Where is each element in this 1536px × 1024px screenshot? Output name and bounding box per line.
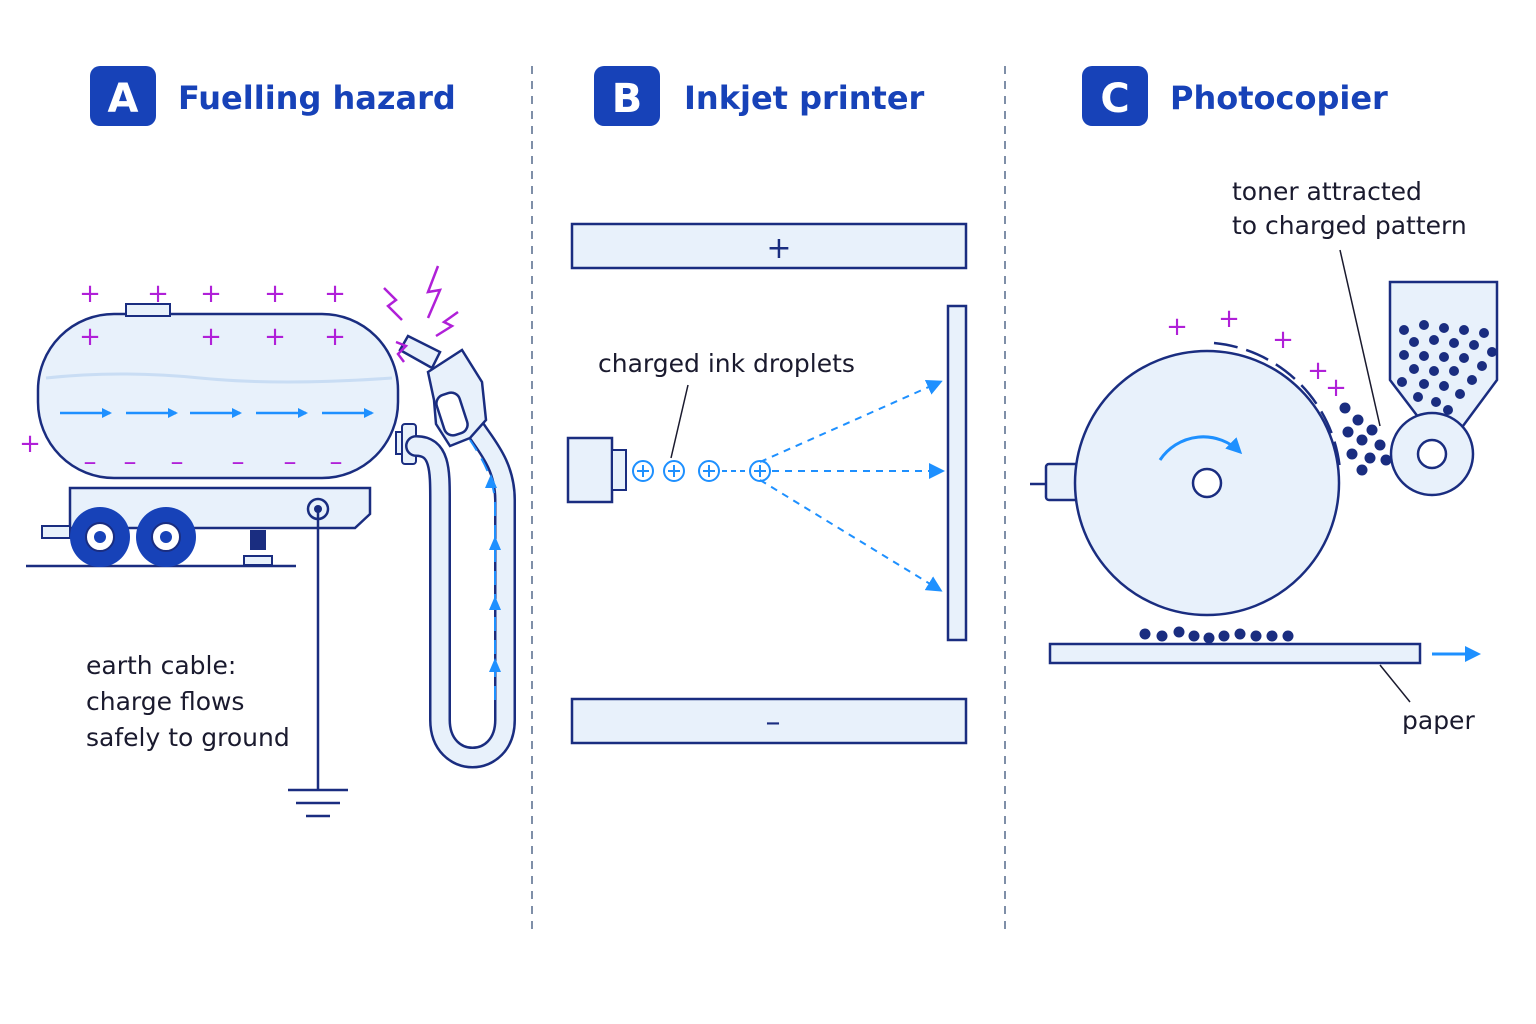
svg-text:to charged pattern: to charged pattern [1232, 211, 1467, 240]
tank-positive-charges: + + + + + + + + + + [19, 279, 346, 459]
panel-a-title: Fuelling hazard [178, 79, 456, 117]
panel-c-title: Photocopier [1170, 79, 1388, 117]
svg-text:toner attracted: toner attracted [1232, 177, 1422, 206]
svg-text:+: + [324, 322, 346, 352]
svg-text:safely to ground: safely to ground [86, 723, 290, 752]
toner-on-paper [1139, 626, 1294, 644]
spark-icon [383, 265, 459, 363]
drum-positive-charges: + + + + + [1166, 304, 1347, 403]
drum-axle [1191, 467, 1223, 499]
copier-paper [1048, 642, 1422, 665]
svg-text:+: + [19, 429, 41, 459]
fuel-tank [36, 312, 400, 480]
svg-text:–: – [330, 447, 343, 477]
panel-b-header: B Inkjet printer [594, 66, 925, 126]
support-leg [250, 530, 266, 550]
ground-symbol-icon [288, 788, 348, 818]
paper-label-leader [1379, 664, 1411, 703]
drum-charge-pattern [1213, 341, 1342, 471]
paper-label: paper [1402, 706, 1475, 735]
svg-text:+: + [1272, 325, 1294, 355]
drum-rotation-arrow [1158, 435, 1243, 461]
droplet-trajectories [759, 379, 945, 592]
svg-text:–: – [284, 447, 297, 477]
droplet-label-leader [670, 384, 689, 459]
panel-b-title: Inkjet printer [684, 79, 925, 117]
fuel-surface [45, 372, 393, 384]
panel-c-header: C Photocopier [1082, 66, 1388, 126]
svg-text:+: + [1218, 304, 1240, 334]
droplet-label: charged ink droplets [598, 349, 855, 378]
earth-label: earth cable: charge flows safely to grou… [86, 651, 290, 752]
support-foot [243, 555, 273, 566]
panel-b-inkjet: + – charged ink droplets [566, 222, 968, 745]
svg-text:+: + [264, 322, 286, 352]
svg-text:–: – [84, 447, 97, 477]
panel-b-letter: B [612, 76, 643, 122]
svg-text:+: + [200, 322, 222, 352]
ink-droplets [632, 460, 771, 482]
fuel-nozzle-spout [398, 334, 442, 370]
svg-text:–: – [124, 447, 137, 477]
svg-text:+: + [79, 322, 101, 352]
tank-negative-charges: – – – – – – [84, 447, 343, 477]
trailer-hitch [41, 525, 71, 539]
hose-flow-arrows [485, 474, 501, 672]
fuel-hose-inner [407, 411, 514, 766]
bottom-plate-sign: – [766, 705, 781, 740]
panel-c-badge [1082, 66, 1148, 126]
svg-text:+: + [264, 279, 286, 309]
panel-a-badge [90, 66, 156, 126]
wheel-front [70, 507, 130, 567]
svg-text:+: + [324, 279, 346, 309]
svg-text:earth cable:: earth cable: [86, 651, 236, 680]
svg-text:charge flows: charge flows [86, 687, 244, 716]
hopper-toner-particles [1397, 320, 1497, 415]
svg-text:+: + [1325, 373, 1347, 403]
svg-text:+: + [200, 279, 222, 309]
panel-c-letter: C [1100, 76, 1129, 122]
panel-c-photocopier: paper + + + + + [1030, 177, 1499, 735]
svg-text:–: – [232, 447, 245, 477]
hose-charge-flow [469, 439, 496, 700]
transferring-toner [1339, 402, 1392, 476]
toner-label: toner attracted to charged pattern [1232, 177, 1467, 240]
fuel-nozzle-handle [435, 391, 469, 437]
panel-a-letter: A [108, 76, 139, 122]
svg-text:+: + [79, 279, 101, 309]
svg-text:+: + [1166, 312, 1188, 342]
print-head [566, 436, 614, 504]
paper-target [946, 304, 968, 642]
tank-hatch [125, 303, 171, 317]
svg-text:–: – [171, 447, 184, 477]
svg-text:+: + [147, 279, 169, 309]
svg-text:+: + [1307, 356, 1329, 386]
panel-a-fuelling: + + + + + + + + + + – – – – – – [19, 265, 516, 818]
print-head-nozzle [611, 449, 627, 491]
panel-b-badge [594, 66, 660, 126]
panel-a-header: A Fuelling hazard [90, 66, 456, 126]
wheel-rear [136, 507, 196, 567]
toner-label-leader [1339, 249, 1381, 427]
top-plate-sign: + [766, 231, 791, 266]
bottom-deflection-plate [570, 697, 968, 745]
top-deflection-plate [570, 222, 968, 270]
